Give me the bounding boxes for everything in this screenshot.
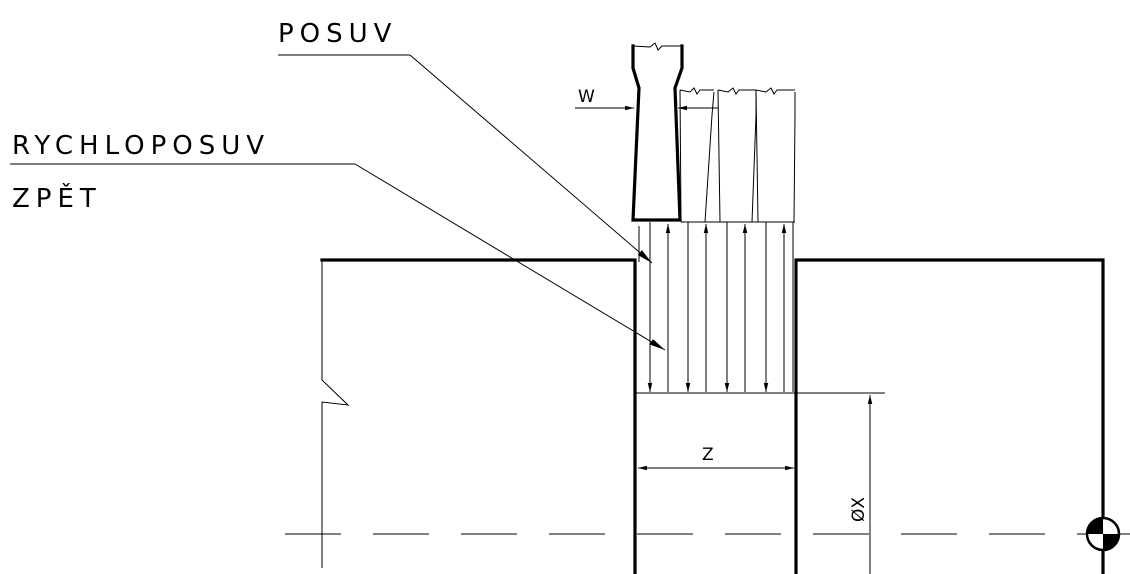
feed-leader-arrow bbox=[409, 54, 653, 264]
ghost-tool-3 bbox=[755, 89, 796, 223]
label-feed-group: POSUV bbox=[278, 19, 653, 264]
ghost-tools bbox=[679, 87, 796, 223]
dimension-x: ØX bbox=[849, 395, 873, 574]
dimension-z-label: Z bbox=[702, 445, 714, 465]
rapid-leader-arrow bbox=[354, 163, 666, 351]
grooving-tool bbox=[631, 42, 684, 222]
dimension-x-label: ØX bbox=[849, 497, 869, 522]
label-feed: POSUV bbox=[278, 19, 397, 49]
label-return: ZPĚT bbox=[12, 182, 102, 214]
datum-symbol-icon bbox=[1085, 516, 1121, 552]
dimension-z: Z bbox=[638, 445, 794, 471]
workpiece-right-outline bbox=[794, 258, 1105, 574]
workpiece-left-outline bbox=[320, 258, 637, 574]
break-line bbox=[321, 260, 350, 568]
ghost-tool-3-break bbox=[755, 87, 795, 95]
ghost-tool-1 bbox=[679, 89, 715, 223]
workpiece bbox=[285, 258, 1130, 574]
grooving-tool-body bbox=[631, 44, 684, 222]
dimension-w: W bbox=[575, 87, 718, 111]
ghost-tool-2 bbox=[717, 89, 757, 223]
dimension-w-label: W bbox=[578, 87, 595, 107]
ghost-tool-1-break bbox=[679, 87, 714, 95]
tool-paths bbox=[638, 222, 794, 392]
grooving-tool-break bbox=[632, 42, 682, 51]
label-rapid-group: RYCHLOPOSUV ZPĚT bbox=[10, 131, 666, 351]
ghost-tool-2-break bbox=[717, 87, 756, 95]
label-rapid-feed: RYCHLOPOSUV bbox=[12, 131, 270, 161]
